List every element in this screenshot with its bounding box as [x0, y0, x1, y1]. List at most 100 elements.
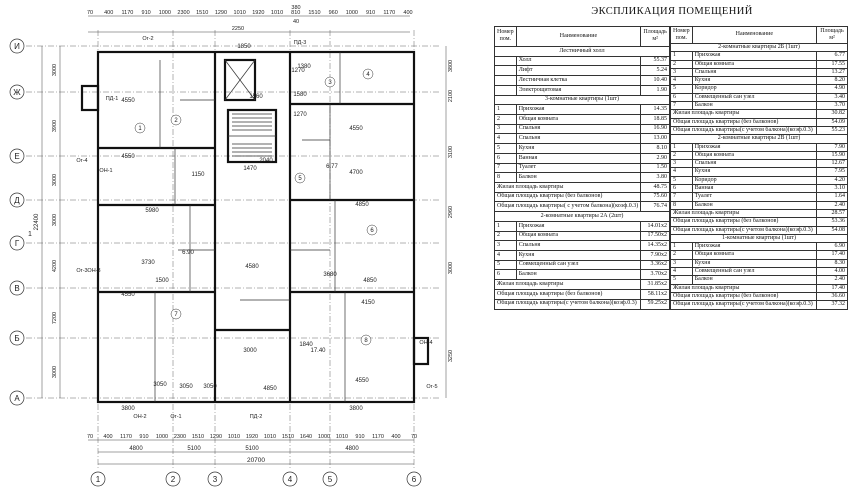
room-number: 8	[364, 338, 368, 344]
room-number-marker	[324, 76, 336, 88]
section-row: 2-комнатные квартиры 2А (2шт)	[494, 211, 670, 222]
section-mark: 1	[28, 231, 32, 238]
dimension-label: 3000	[448, 262, 454, 274]
axis-col-label: 6	[412, 475, 417, 484]
window-tag: Ог-1	[170, 414, 181, 420]
room-area-cell: 17.55	[816, 59, 848, 69]
window-tag: ОН-1	[99, 168, 112, 174]
axis-marker	[9, 38, 25, 54]
room-number-cell: 6	[494, 269, 517, 281]
room-number-cell	[494, 65, 517, 77]
room-number: 3	[328, 80, 332, 86]
room-number-cell: 2	[670, 150, 693, 161]
axis-row-label: Е	[14, 152, 19, 161]
summary-area: 54.08	[816, 225, 848, 235]
room-number: 4	[366, 72, 370, 78]
summary-area: 76.74	[640, 201, 670, 213]
room-number: 1	[138, 126, 142, 132]
room-dimension-label: 1270	[293, 112, 307, 118]
room-number-cell: 4	[494, 250, 517, 261]
summary-area: 59.25x2	[640, 298, 670, 310]
room-name-cell: Прихожая	[515, 220, 642, 232]
room-name-cell: Прихожая	[691, 142, 818, 152]
room-dimension-label: 3000	[243, 348, 257, 354]
room-dimension-label: 1560	[249, 94, 263, 100]
summary-label: Общая площадь квартиры(с учетом балкона)…	[670, 125, 817, 136]
axis-marker	[9, 235, 25, 251]
room-dimension-label: 17.40	[310, 348, 326, 354]
dimension-label: 3000	[52, 174, 58, 186]
window-tag: ПД-1	[106, 96, 119, 102]
room-name-cell: Балкон	[515, 269, 642, 281]
room-area-cell: 3.70	[816, 101, 848, 111]
room-area-cell: 14.01x2	[640, 220, 670, 232]
room-number-cell: 2	[494, 230, 517, 242]
room-number-cell: 7	[670, 101, 693, 111]
dimension-label: 1640	[300, 434, 312, 440]
overall-width-label: 20700	[247, 457, 265, 464]
summary-area: 75.60	[640, 191, 670, 203]
room-number-marker	[360, 334, 372, 346]
dimension-label: 1000	[318, 434, 330, 440]
section-row: 3-комнатные квартиры (1шт)	[494, 94, 670, 106]
dimension-label: 1010	[228, 434, 240, 440]
dimension-label: 910	[139, 434, 148, 440]
dimension-label: 1170	[120, 434, 132, 440]
axis-row-label: Б	[14, 334, 19, 343]
room-number-cell: 1	[494, 104, 517, 115]
room-number: 5	[298, 176, 302, 182]
dimension-label: 3000	[52, 214, 58, 226]
room-area-cell: 2.90	[640, 152, 670, 164]
room-number-marker	[294, 172, 306, 184]
room-area-cell: 8.20	[816, 76, 848, 86]
summary-label: Общая площадь квартиры(с учетом балкона)…	[670, 300, 817, 310]
room-name-cell: Общая комната	[691, 59, 818, 69]
summary-label: Жилая площадь квартиры	[670, 283, 817, 293]
dimension-label: 7200	[52, 312, 58, 324]
window-tag: ПД-2	[250, 414, 263, 420]
axis-marker	[9, 390, 25, 406]
axis-col-label: 2	[171, 475, 176, 484]
summary-row: Общая площадь квартиры(с учетом балкона)…	[670, 125, 848, 136]
room-area-cell: 4.00	[816, 266, 848, 277]
explication-table-right: Номер пом. Наименование Площадь м² 2-ком…	[670, 26, 848, 310]
room-name-cell: Кухня	[515, 143, 642, 154]
summary-area: 36.60	[816, 291, 848, 302]
room-name-cell: Туалет	[691, 192, 818, 202]
room-area-cell: 1.90	[640, 84, 670, 96]
room-number-marker	[134, 122, 146, 134]
room-area-cell: 2.40	[816, 275, 848, 285]
dimension-label: 4800	[129, 446, 143, 452]
room-number-cell	[494, 55, 517, 67]
room-area-cell: 3.40	[816, 92, 848, 103]
room-area-cell: 13.27	[816, 67, 848, 78]
room-dimension-label: 4850	[355, 202, 369, 208]
axis-marker	[406, 471, 422, 487]
window-tag: ОН-2	[133, 414, 146, 420]
room-area-cell: 13.00	[640, 133, 670, 145]
axis-row-label: В	[14, 284, 19, 293]
room-area-cell: 6.77	[816, 51, 848, 61]
summary-area: 54.09	[816, 117, 848, 127]
room-dimension-label: 3050	[153, 382, 167, 388]
room-dimension-label: 4580	[245, 264, 259, 270]
dimension-label: 960	[329, 10, 338, 16]
dimension-label: 910	[366, 10, 375, 16]
room-name-cell: Общая комната	[515, 113, 642, 125]
room-name-cell: Кухня	[691, 167, 818, 177]
room-name-cell: Коридор	[691, 84, 818, 94]
table-header-row: Номер пом. Наименование Площадь м²	[670, 26, 848, 44]
window-tag: Ог-4	[76, 158, 87, 164]
room-area-cell: 7.90x2	[640, 250, 670, 261]
